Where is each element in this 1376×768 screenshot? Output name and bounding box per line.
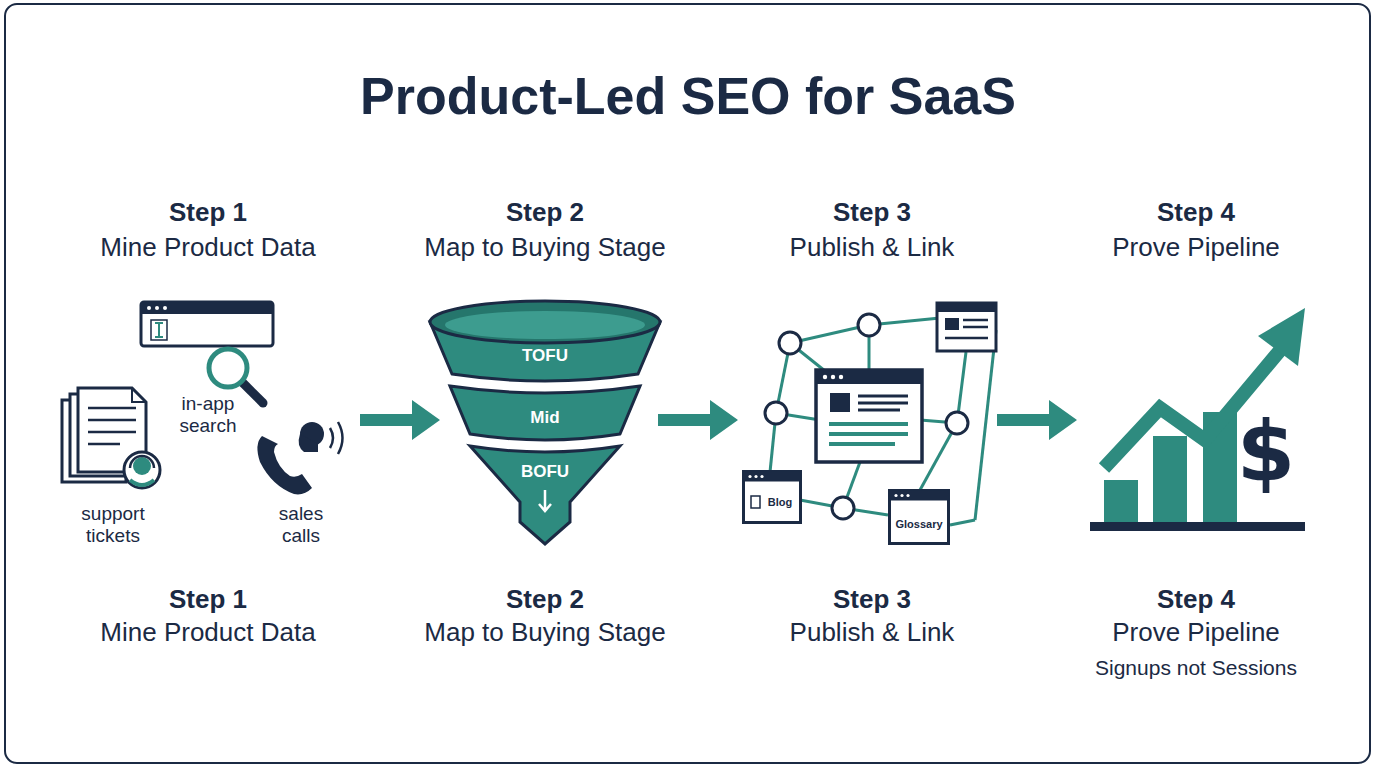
shape-part — [445, 311, 645, 339]
text-lines — [858, 396, 908, 410]
text-lines — [829, 424, 908, 444]
network-node — [765, 402, 787, 424]
step-title: Publish & Link — [672, 618, 1072, 648]
search-window — [141, 302, 273, 346]
step-number: Step 4 — [996, 198, 1376, 228]
text-cursor — [155, 323, 163, 337]
shape-part — [890, 491, 949, 544]
step-number: Step 1 — [8, 198, 408, 228]
search-field — [151, 320, 167, 340]
flow-arrow — [658, 400, 738, 440]
shape-part — [894, 494, 897, 497]
node-label: Mid — [485, 408, 605, 428]
funnel-band: BOFU — [468, 442, 622, 546]
step-title: Mine Product Data — [8, 618, 408, 648]
step-title: Map to Buying Stage — [345, 233, 745, 263]
funnel-band: Mid — [448, 382, 642, 444]
diagram-title: Product-Led SEO for SaaS — [188, 67, 1188, 127]
window-dot — [831, 375, 835, 379]
sound-waves — [330, 422, 343, 454]
page-window: Blog — [742, 470, 802, 524]
chart-bar — [1104, 480, 1138, 522]
shape-part — [539, 490, 551, 511]
funnel-band: TOFU — [427, 298, 663, 382]
step-title: Mine Product Data — [8, 233, 408, 263]
step-title: Map to Buying Stage — [345, 618, 745, 648]
shape-part — [760, 475, 763, 478]
node-label: Blog — [720, 496, 840, 509]
window-dot — [839, 375, 843, 379]
window-header — [816, 370, 922, 384]
icon-label: sales calls — [266, 503, 336, 547]
node-label: Glossary — [859, 518, 979, 531]
node-label: BOFU — [485, 462, 605, 482]
image-block — [830, 393, 850, 412]
icon-label: in-app search — [163, 393, 253, 437]
window-dot — [147, 306, 151, 310]
image-block — [945, 318, 959, 330]
page-window: Glossary — [888, 489, 950, 545]
text-lines — [945, 320, 988, 338]
step-number: Step 4 — [996, 585, 1376, 615]
step-title: Prove Pipeline — [996, 618, 1376, 648]
step-title: Publish & Link — [672, 233, 1072, 263]
shape-part — [751, 496, 760, 508]
flow-arrow — [360, 400, 440, 440]
text-lines — [88, 408, 136, 444]
page-window-outline — [888, 489, 950, 545]
step-title: Prove Pipeline — [996, 233, 1376, 263]
magnifier-handle — [242, 382, 263, 403]
step-number: Step 2 — [345, 198, 745, 228]
agent-body — [130, 480, 154, 485]
magnifier-lens — [209, 349, 247, 387]
window-header — [141, 302, 273, 314]
shape-part — [450, 386, 640, 440]
icon-label: support tickets — [68, 503, 158, 547]
shape-part — [906, 494, 909, 497]
shape-part — [430, 301, 660, 343]
headset — [130, 456, 154, 468]
network-node — [858, 314, 880, 336]
funnel-band-outline — [468, 442, 622, 546]
agent-badge — [124, 452, 160, 488]
hub-page — [816, 370, 922, 462]
node-label: TOFU — [485, 346, 605, 366]
network-node — [779, 332, 801, 354]
chart-baseline — [1090, 522, 1305, 531]
growth-arrowhead — [1258, 308, 1305, 366]
chart-bar — [1153, 436, 1187, 522]
step-number: Step 3 — [672, 585, 1072, 615]
window-dot — [155, 306, 159, 310]
network-node — [946, 412, 968, 434]
shape-part — [900, 494, 903, 497]
flow-arrow — [997, 400, 1077, 440]
shape-part — [890, 491, 949, 501]
step-number: Step 2 — [345, 585, 745, 615]
network-node — [832, 497, 854, 519]
step-number: Step 3 — [672, 198, 1072, 228]
funnel-band-outline — [427, 298, 663, 382]
window-dot — [823, 375, 827, 379]
agent-head — [133, 457, 151, 475]
shape-part — [744, 472, 801, 482]
page-fold — [132, 388, 146, 402]
outer-frame — [5, 4, 1370, 763]
shape-part — [754, 475, 757, 478]
window-dot — [163, 306, 167, 310]
step-number: Step 1 — [8, 585, 408, 615]
page-window — [937, 303, 996, 351]
currency-symbol: $ — [1206, 404, 1326, 501]
caller-jaw — [299, 434, 318, 452]
step-note: Signups not Sessions — [996, 656, 1376, 680]
shape-part — [470, 446, 620, 544]
window-header — [937, 303, 996, 312]
shape-part — [748, 475, 751, 478]
